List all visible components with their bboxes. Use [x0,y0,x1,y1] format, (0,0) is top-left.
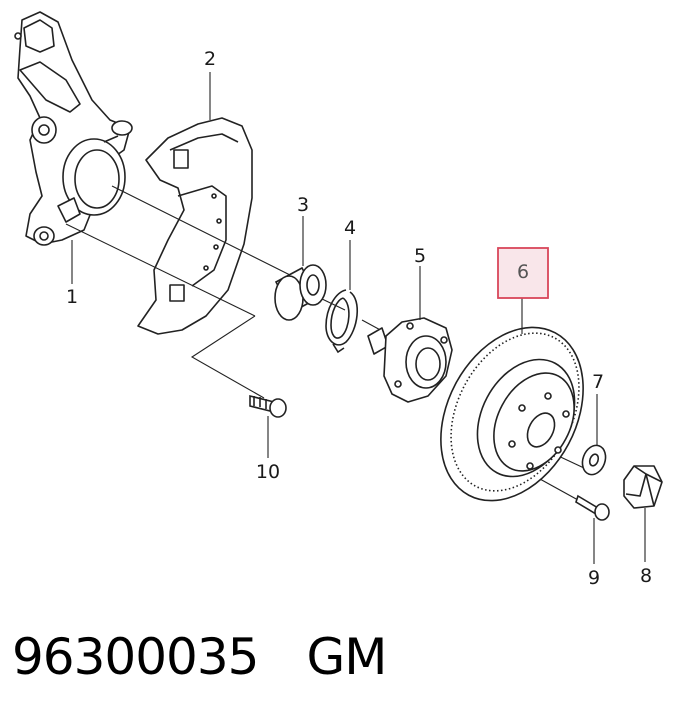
disc-screw [575,494,610,521]
shield-bolt [249,394,287,418]
callout-4: 4 [344,217,356,239]
callout-8: 8 [640,565,652,587]
callout-6: 6 [517,261,529,283]
dust-shield [137,117,253,335]
wheel-bearing [274,264,327,321]
brake-disc [440,326,584,502]
part-number: 96300035 [12,628,259,686]
wheel-hub [367,317,453,403]
steering-knuckle [14,11,133,246]
callout-5: 5 [414,245,426,267]
callout-2: 2 [204,48,216,70]
washer [581,444,607,476]
callout-9: 9 [588,567,600,589]
callout-10: 10 [256,461,280,483]
callout-leaders [71,72,646,564]
brand-name: GM [306,628,388,686]
callout-7: 7 [592,371,604,393]
callout-3: 3 [297,194,309,216]
exploded-view-diagram: 1 2 3 4 5 6 7 8 9 10 [14,11,663,589]
highlight-box [497,247,549,299]
snap-ring [325,289,358,354]
part-caption: 96300035 GM [12,628,388,698]
hub-nut [623,465,663,509]
callout-1: 1 [66,286,78,308]
